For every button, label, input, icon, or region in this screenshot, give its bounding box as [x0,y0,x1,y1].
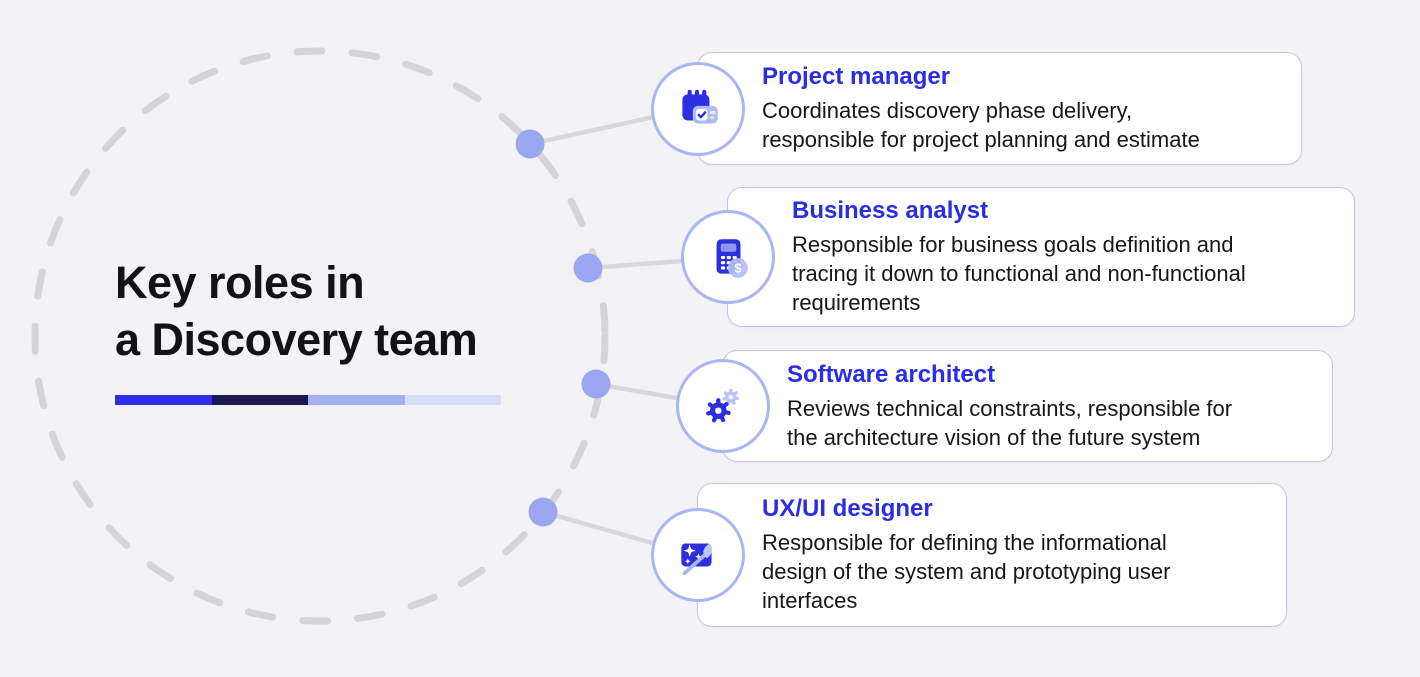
role-card-software-architect: Software architect Reviews technical con… [676,350,1333,462]
connector-dot-2 [573,253,603,283]
design-brush-icon [651,508,745,602]
role-card-project-manager: Project manager Coordinates discovery ph… [651,52,1302,165]
gears-icon [676,359,770,453]
page-title: Key roles in a Discovery team [115,257,478,365]
role-description: Coordinates discovery phase delivery, re… [762,98,1200,152]
title-block: Key roles in a Discovery team [115,254,501,405]
connector-dot-1 [515,129,545,159]
role-card-business-analyst: $ Business analyst Responsible for busin… [681,187,1355,327]
role-name: Business analyst [792,197,989,224]
role-description: Responsible for business goals definitio… [792,232,1246,315]
accent-bar-segment-1 [115,395,212,405]
role-description: Responsible for defining the information… [762,530,1171,613]
accent-bar-segment-2 [211,395,308,405]
accent-bar-segment-4 [404,395,501,405]
calendar-check-icon [651,61,745,156]
connector-dot-3 [581,369,611,399]
dashed-circle [31,47,609,625]
role-card-ux-ui-designer: UX/UI designer Responsible for defining … [651,483,1287,627]
accent-bar-segment-3 [308,395,405,405]
calculator-dollar-icon: $ [681,210,775,304]
role-name: Project manager [762,63,951,90]
role-description: Reviews technical constraints, responsib… [787,395,1233,450]
svg-text:$: $ [734,261,742,276]
accent-bar [115,395,501,405]
role-name: UX/UI designer [762,495,933,522]
connector-dot-4 [528,497,558,527]
role-name: Software architect [787,360,996,388]
